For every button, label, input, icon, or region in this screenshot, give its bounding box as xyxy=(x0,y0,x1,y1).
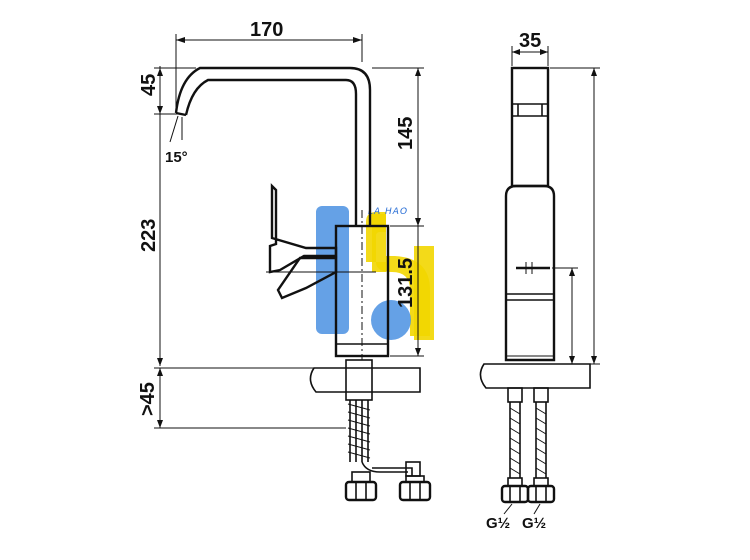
side-countertop xyxy=(479,363,591,389)
side-spout xyxy=(510,66,550,188)
dim-angle: 15° xyxy=(165,149,188,166)
hose-nut-left xyxy=(344,480,378,502)
side-nut-right xyxy=(526,484,556,504)
spout-inner xyxy=(184,78,358,226)
handle-base xyxy=(276,256,338,300)
dim-170: 170 xyxy=(250,19,283,41)
side-supply-hoses xyxy=(500,387,556,515)
watermark-text: LA HAO xyxy=(368,207,408,217)
dim-deck: >45 xyxy=(137,382,159,416)
lever-handle xyxy=(268,183,338,274)
angle-line xyxy=(169,115,179,143)
spout-outer xyxy=(174,66,372,226)
watermark-logo: LA HAO xyxy=(316,206,434,340)
logo-blue-bar xyxy=(316,206,349,334)
thread-label-left: G½ xyxy=(486,515,510,532)
dim-223: 223 xyxy=(138,219,160,252)
thread-label-right: G½ xyxy=(522,515,546,532)
dim-35: 35 xyxy=(519,30,541,52)
dim-131-5: 131.5 xyxy=(395,258,417,308)
dim-145: 145 xyxy=(395,117,417,150)
countertop-section xyxy=(309,367,421,393)
dim-45: 45 xyxy=(138,74,160,96)
supply-hoses xyxy=(344,359,432,502)
logo-blue-dot xyxy=(371,300,411,340)
hose-nut-right xyxy=(398,480,432,502)
front-view: 170 45 15° 223 145 131.5 >45 xyxy=(137,19,432,502)
side-body xyxy=(504,184,556,362)
side-nut-left xyxy=(500,484,530,504)
side-view: 35 G½ G½ xyxy=(479,30,600,532)
